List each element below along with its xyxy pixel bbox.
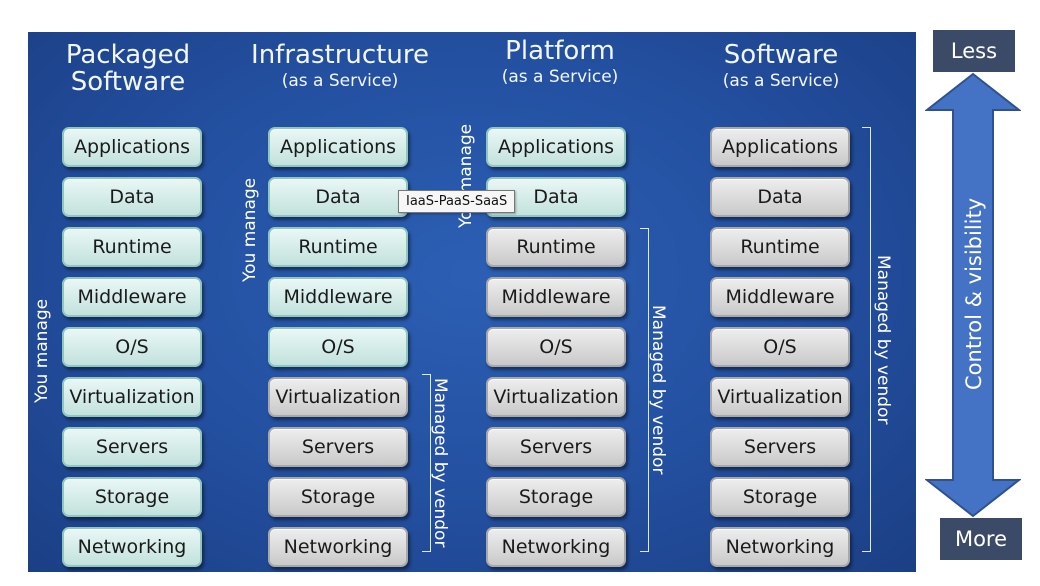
layer-runtime: Runtime [486, 227, 626, 267]
layer-storage: Storage [710, 477, 850, 517]
layer-servers: Servers [268, 427, 408, 467]
layer-virtualization: Virtualization [62, 377, 202, 417]
managed-by-vendor-label: Managed by vendor [873, 255, 893, 425]
tooltip: IaaS-PaaS-SaaS [398, 190, 516, 213]
layer-applications: Applications [710, 127, 850, 167]
layer-os: O/S [486, 327, 626, 367]
layer-storage: Storage [486, 477, 626, 517]
layer-applications: Applications [62, 127, 202, 167]
column-title-iaas: Infrastructure (as a Service) [235, 40, 445, 92]
layer-servers: Servers [62, 427, 202, 467]
layer-virtualization: Virtualization [710, 377, 850, 417]
you-manage-label: You manage [240, 177, 260, 282]
column-subtitle: (as a Service) [722, 71, 840, 92]
vendor-bracket [640, 228, 649, 552]
column-subtitle: (as a Service) [501, 67, 619, 88]
layer-storage: Storage [62, 477, 202, 517]
layer-virtualization: Virtualization [486, 377, 626, 417]
column-title-paas: Platform (as a Service) [455, 36, 665, 88]
scale-top-label: Less [933, 30, 1015, 72]
column-title-line1: Software [723, 40, 839, 70]
layer-data: Data [62, 177, 202, 217]
column-title-line1: Infrastructure [251, 40, 429, 70]
layer-virtualization: Virtualization [268, 377, 408, 417]
layer-data: Data [268, 177, 408, 217]
you-manage-label: You manage [32, 298, 52, 403]
vendor-bracket [862, 127, 871, 552]
layer-applications: Applications [268, 127, 408, 167]
layer-networking: Networking [710, 527, 850, 567]
layer-os: O/S [268, 327, 408, 367]
vendor-bracket [422, 374, 431, 552]
column-title-packaged: Packaged Software [23, 40, 233, 98]
managed-by-vendor-label: Managed by vendor [648, 305, 668, 475]
layer-middleware: Middleware [710, 277, 850, 317]
column-subtitle: (as a Service) [281, 71, 399, 92]
layer-middleware: Middleware [486, 277, 626, 317]
column-title-line1: Platform [505, 36, 615, 66]
column-title-line1: Packaged [65, 40, 191, 70]
managed-by-vendor-label: Managed by vendor [430, 378, 450, 548]
layer-os: O/S [62, 327, 202, 367]
column-title-line2: Software [70, 67, 186, 98]
layer-runtime: Runtime [62, 227, 202, 267]
layer-servers: Servers [710, 427, 850, 467]
double-arrow-icon [925, 72, 1021, 518]
layer-data: Data [710, 177, 850, 217]
layer-networking: Networking [268, 527, 408, 567]
layer-runtime: Runtime [710, 227, 850, 267]
layer-servers: Servers [486, 427, 626, 467]
layer-storage: Storage [268, 477, 408, 517]
control-visibility-label: Control & visibility [962, 197, 986, 390]
layer-runtime: Runtime [268, 227, 408, 267]
layer-networking: Networking [486, 527, 626, 567]
column-title-saas: Software (as a Service) [676, 40, 886, 92]
layer-middleware: Middleware [268, 277, 408, 317]
scale-bottom-label: More [940, 518, 1022, 560]
layer-networking: Networking [62, 527, 202, 567]
layer-middleware: Middleware [62, 277, 202, 317]
layer-os: O/S [710, 327, 850, 367]
layer-applications: Applications [486, 127, 626, 167]
